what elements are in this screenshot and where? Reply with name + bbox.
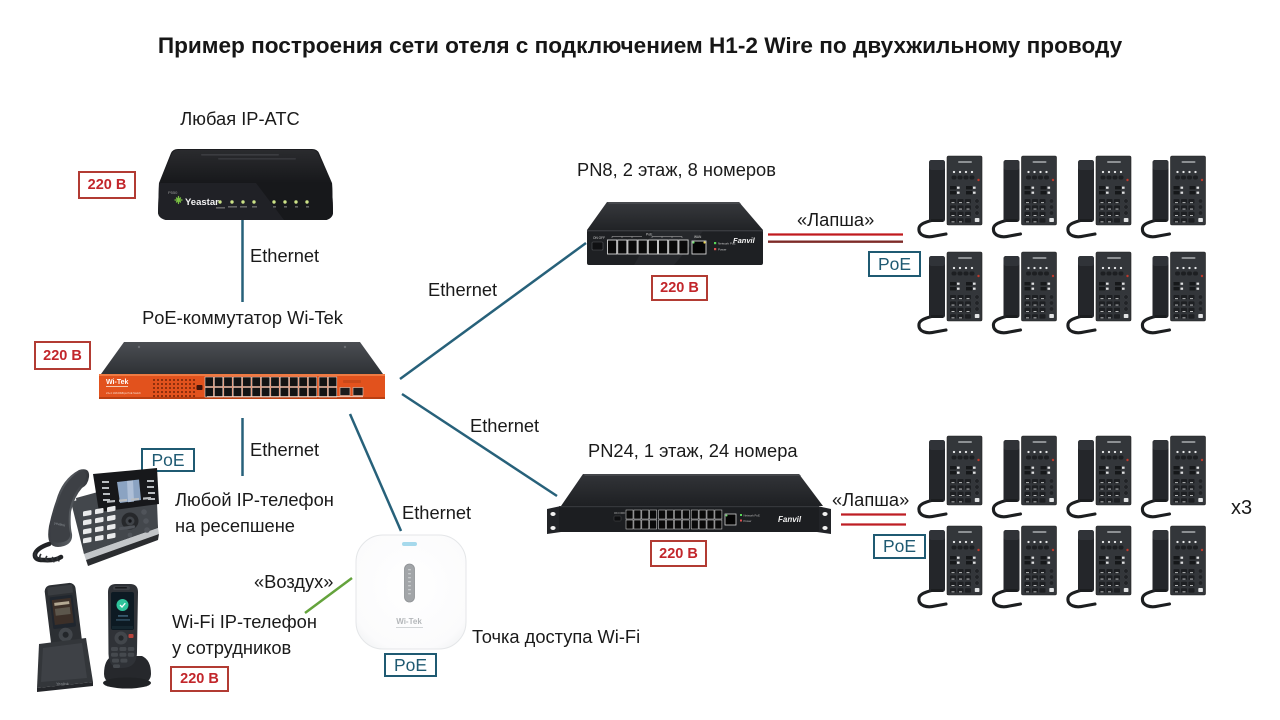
svg-text:Network PoE: Network PoE: [744, 514, 760, 518]
svg-text:PoE: PoE: [646, 232, 653, 236]
svg-text:yealink: yealink: [54, 521, 66, 528]
svg-text:Fanvil: Fanvil: [733, 236, 756, 245]
svg-text:Yealink: Yealink: [56, 681, 69, 686]
svg-text:24+4 10/100Mbps PoE Switch: 24+4 10/100Mbps PoE Switch: [106, 391, 141, 395]
svg-text:Power: Power: [718, 247, 727, 251]
svg-text:Power: Power: [744, 519, 752, 523]
svg-text:Network PoE: Network PoE: [718, 241, 736, 245]
svg-text:ON OFF: ON OFF: [614, 511, 625, 515]
svg-text:P550: P550: [168, 190, 178, 195]
svg-text:WAN: WAN: [694, 235, 702, 239]
svg-text:Wi-Tek: Wi-Tek: [106, 379, 128, 386]
svg-text:ON OFF: ON OFF: [593, 236, 605, 240]
svg-text:Wi-Tek: Wi-Tek: [396, 617, 422, 626]
svg-text:Yeastar: Yeastar: [185, 197, 219, 208]
svg-text:Fanvil: Fanvil: [778, 515, 802, 524]
